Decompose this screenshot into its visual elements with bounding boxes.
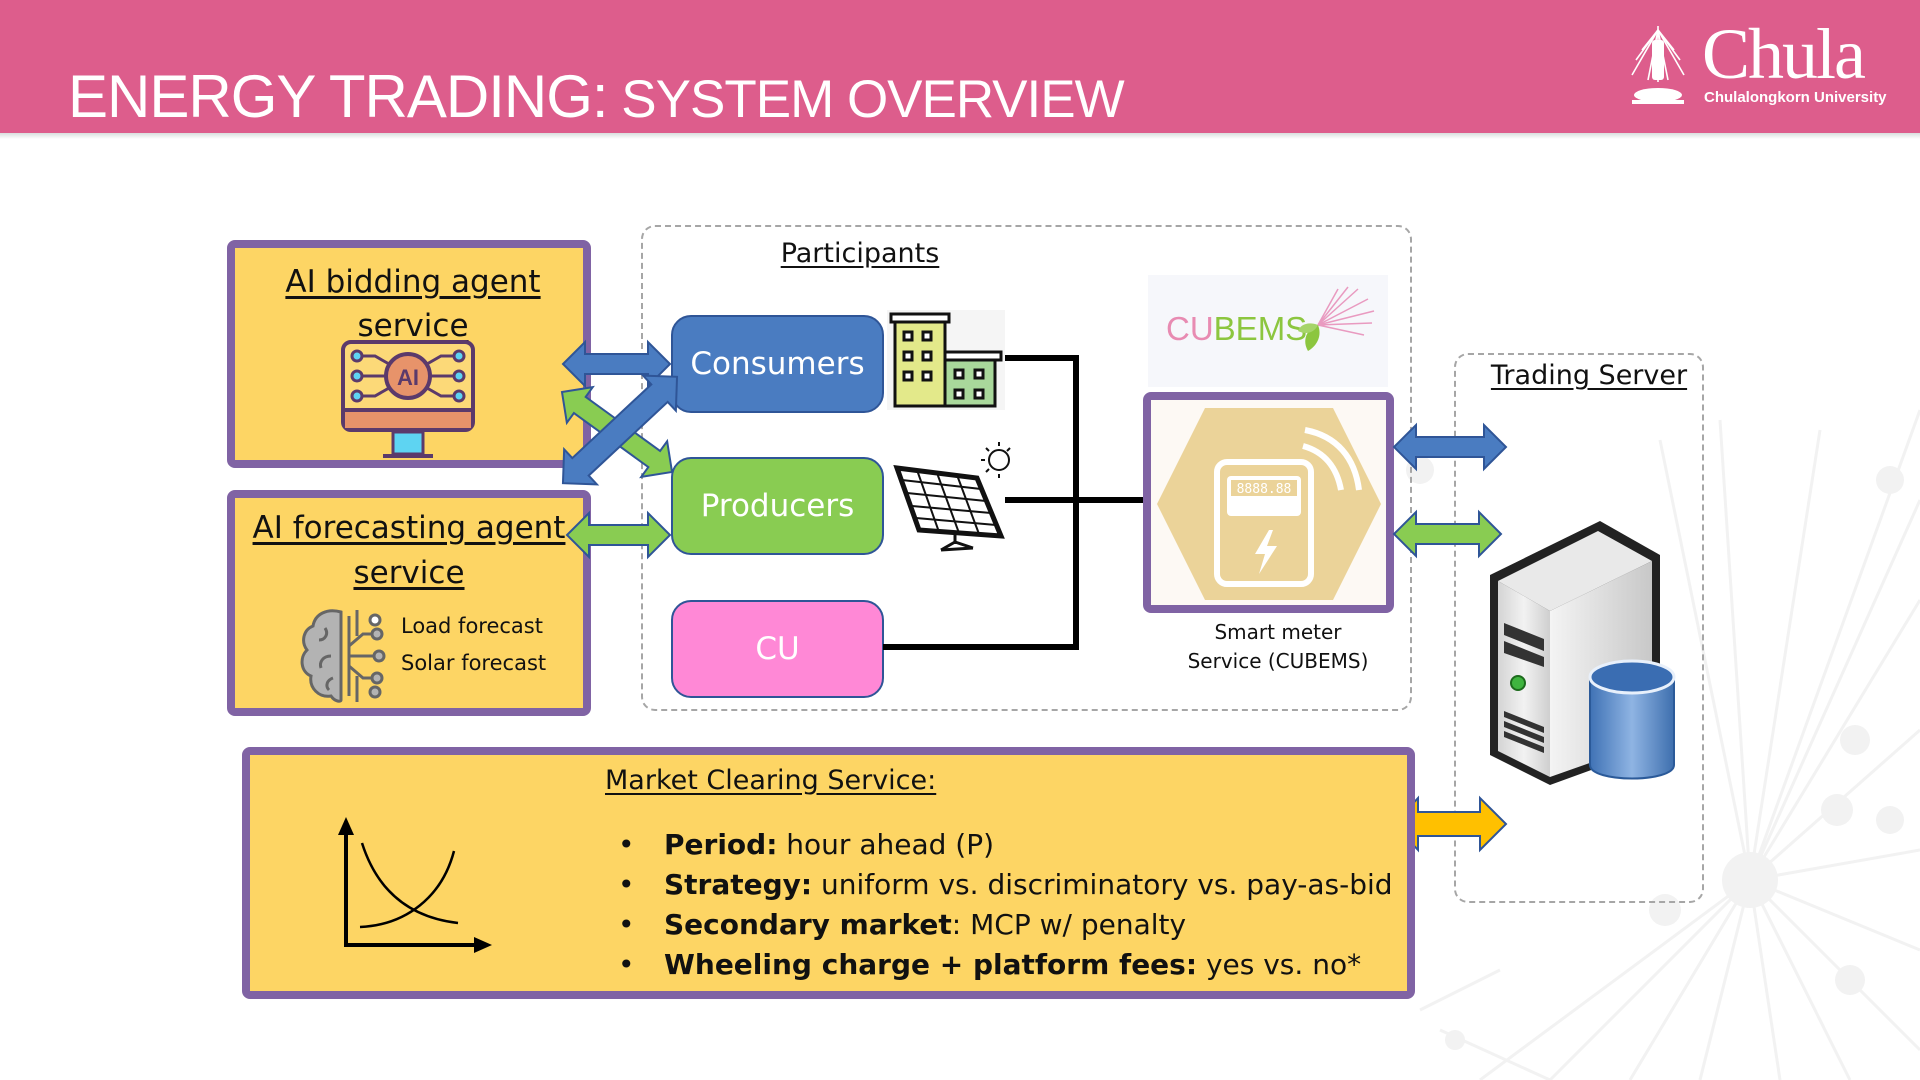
bullet-strategy-label: Strategy: — [664, 868, 813, 901]
header-bar — [0, 0, 1920, 133]
background-starburst-decoration — [1406, 409, 1920, 1080]
trading-server-group — [1454, 353, 1704, 903]
bullet-period: Period: hour ahead (P) — [618, 825, 1393, 865]
ai-brain-icon — [300, 609, 386, 703]
forecast-item-load: Load forecast — [401, 614, 543, 638]
arrow-meter-server-green — [1392, 509, 1503, 559]
header-shadow — [0, 133, 1920, 139]
market-clearing-bullets: Period: hour ahead (P) Strategy: uniform… — [618, 825, 1393, 985]
producers-label: Producers — [700, 488, 855, 524]
page-title: ENERGY TRADING: SYSTEM OVERVIEW — [68, 62, 1125, 131]
trading-server-title: Trading Server — [1490, 360, 1688, 391]
consumers-label: Consumers — [690, 346, 865, 382]
arrow-forecasting-producers — [565, 510, 672, 560]
smart-meter-label-line2: Service (CUBEMS) — [1187, 649, 1369, 673]
smart-meter-box: 8888.88 — [1143, 392, 1394, 613]
ai-monitor-icon: AI — [341, 340, 475, 458]
arrow-meter-server-blue — [1392, 422, 1508, 472]
ai-bidding-agent-title: AI bidding agent service — [285, 264, 541, 344]
chula-emblem-icon — [1631, 26, 1685, 104]
bullet-strategy: Strategy: uniform vs. discriminatory vs.… — [618, 865, 1393, 905]
ai-forecasting-title-line2: service — [353, 555, 465, 591]
arrow-forecasting-consumers — [561, 374, 679, 486]
consumers-box[interactable]: Consumers — [671, 315, 884, 413]
cu-label: CU — [755, 631, 800, 667]
title-main: ENERGY TRADING: — [68, 63, 609, 130]
cu-box[interactable]: CU — [671, 600, 884, 698]
bullet-fees-value: yes vs. no* — [1197, 948, 1362, 981]
ai-forecasting-agent-box: AI forecasting agent service Load foreca… — [227, 490, 591, 716]
producers-box[interactable]: Producers — [671, 457, 884, 555]
chula-logo: Chula Chulalongkorn University — [1628, 14, 1887, 115]
market-clearing-box: Market Clearing Service: Period: hour ah… — [242, 747, 1415, 999]
bullet-fees-label: Wheeling charge + platform fees: — [664, 948, 1198, 981]
bullet-period-label: Period: — [664, 828, 778, 861]
solar-panel-icon — [893, 442, 1011, 552]
ai-bidding-agent-box: AI bidding agent service AI — [227, 240, 591, 468]
logo-wordmark: Chula — [1702, 14, 1866, 94]
server-database-icon — [1490, 521, 1676, 785]
supply-demand-curve-icon — [338, 817, 492, 953]
smart-meter-label-line1: Smart meter — [1214, 620, 1342, 644]
bullet-secondary-label: Secondary market — [664, 908, 952, 941]
participants-group — [641, 225, 1412, 711]
forecast-item-solar: Solar forecast — [401, 651, 547, 675]
bullet-secondary-market: Secondary market: MCP w/ penalty — [618, 905, 1393, 945]
svg-text:AI: AI — [397, 365, 419, 390]
logo-subtitle: Chulalongkorn University — [1704, 89, 1887, 106]
wire-consumers — [1005, 355, 1079, 650]
cubems-text-bems: BEMS — [1213, 310, 1308, 347]
cubems-flower-icon — [1298, 286, 1375, 351]
arrow-market-server — [1392, 795, 1508, 853]
bullet-strategy-value: uniform vs. discriminatory vs. pay-as-bi… — [812, 868, 1393, 901]
meter-display: 8888.88 — [1237, 482, 1292, 497]
smart-meter-icon: 8888.88 — [1157, 408, 1381, 600]
ai-forecasting-title-line1: AI forecasting agent — [252, 510, 566, 546]
participants-title: Participants — [780, 238, 940, 269]
cubems-text-cu: CU — [1166, 310, 1214, 347]
arrow-bidding-consumers — [561, 339, 672, 389]
market-clearing-title: Market Clearing Service: — [605, 765, 937, 796]
bullet-secondary-value: : MCP w/ penalty — [951, 908, 1187, 941]
bullet-period-value: hour ahead (P) — [777, 828, 995, 861]
bullet-fees: Wheeling charge + platform fees: yes vs.… — [618, 945, 1393, 985]
cubems-logo: CUBEMS — [1148, 275, 1388, 387]
title-sub: SYSTEM OVERVIEW — [607, 70, 1124, 129]
buildings-icon — [887, 310, 1005, 410]
